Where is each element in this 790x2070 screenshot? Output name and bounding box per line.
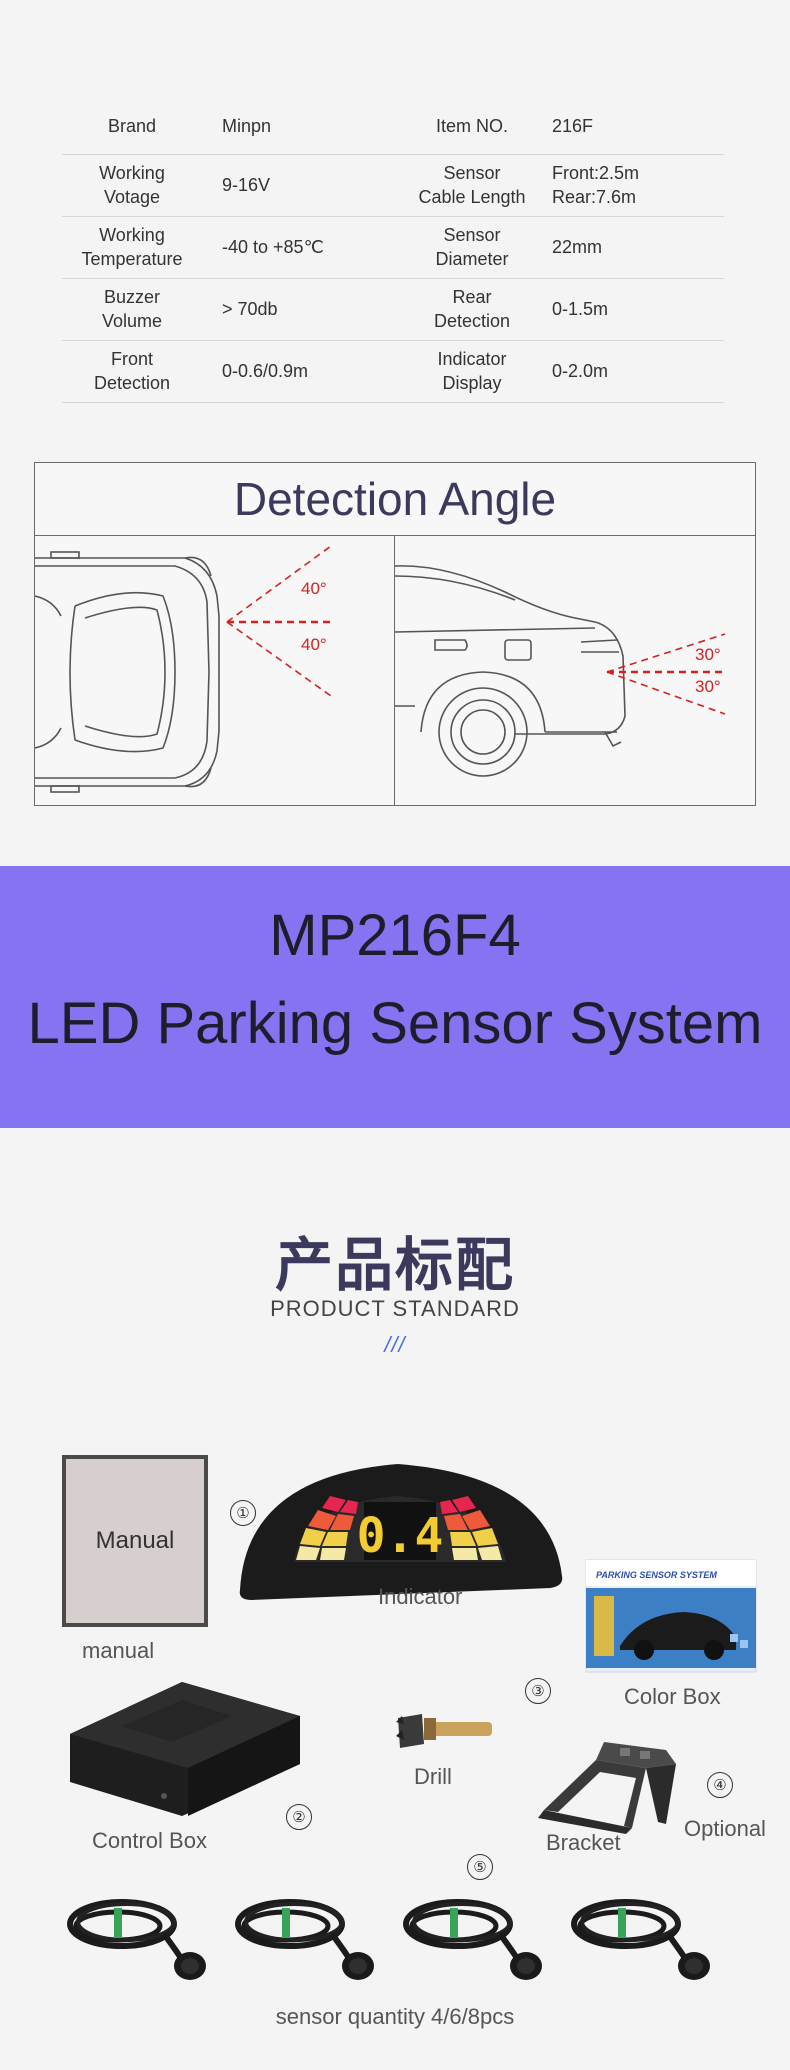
product-model: MP216F4 xyxy=(269,903,521,968)
spec-value: Minpn xyxy=(222,116,272,137)
spec-table: Brand Minpn Item NO. 216F Working Votage… xyxy=(62,100,724,403)
sensor-unit xyxy=(70,1902,206,1980)
spec-row: Brand Minpn Item NO. 216F xyxy=(62,100,724,155)
sensor-unit xyxy=(238,1902,374,1980)
sensor-unit xyxy=(406,1902,542,1980)
product-banner: MP216F4 LED Parking Sensor System xyxy=(0,866,790,1128)
sensor-quantity-label: sensor quantity 4/6/8pcs xyxy=(275,2004,515,2029)
rear-angle-bottom-label: 30° xyxy=(695,677,721,696)
manual-cover-text: Manual xyxy=(95,1527,175,1554)
spec-label: Brand xyxy=(107,116,157,137)
spec-value: Front:2.5m Rear:7.6m xyxy=(552,163,640,207)
standard-title-en: PRODUCT STANDARD xyxy=(270,1296,520,1321)
item-number-2: ② xyxy=(286,1804,312,1830)
spec-value: 9-16V xyxy=(222,174,271,195)
drill-label: Drill xyxy=(414,1764,452,1789)
standard-title-cn: 产品标配 xyxy=(274,1233,515,1298)
color-box-illustration: PARKING SENSOR SYSTEM xyxy=(585,1559,757,1673)
front-angle-bottom-label: 40° xyxy=(301,635,327,654)
spec-value: > 70db xyxy=(222,298,278,319)
spec-label: Sensor Cable Length xyxy=(418,163,526,207)
indicator-label: Indicator xyxy=(378,1584,463,1609)
color-box-label: Color Box xyxy=(624,1684,721,1709)
spec-value: 0-1.5m xyxy=(552,298,609,319)
spec-value: 0-2.0m xyxy=(552,360,609,381)
panel-divider xyxy=(394,535,395,805)
spec-label: Sensor Diameter xyxy=(435,225,509,269)
spec-label: Item NO. xyxy=(435,116,508,137)
spec-row: Working Votage 9-16V Sensor Cable Length… xyxy=(62,155,724,217)
spec-row: Front Detection 0-0.6/0.9m Indicator Dis… xyxy=(62,341,724,403)
manual-illustration: Manual xyxy=(62,1455,208,1627)
optional-label: Optional xyxy=(684,1816,766,1841)
standard-decor: /// xyxy=(384,1332,406,1357)
spec-label: Front Detection xyxy=(93,349,171,393)
spec-label: Working Votage xyxy=(99,163,165,207)
sensor-unit xyxy=(574,1902,710,1980)
item-number-3: ③ xyxy=(525,1678,551,1704)
detection-angle-header: Detection Angle xyxy=(35,463,755,536)
indicator-digits: 0.4 xyxy=(357,1508,444,1564)
item-number-1: ① xyxy=(230,1500,256,1526)
car-top-view-illustration xyxy=(35,545,332,793)
control-box-label: Control Box xyxy=(92,1828,207,1853)
spec-row: Working Temperature -40 to +85℃ Sensor D… xyxy=(62,217,724,279)
color-box-brand: PARKING SENSOR SYSTEM xyxy=(596,1570,717,1580)
spec-label: Working Temperature xyxy=(81,225,183,269)
indicator-display-illustration: 0.4 xyxy=(239,1464,563,1600)
spec-label: Buzzer Volume xyxy=(101,287,163,331)
rear-angle-top-label: 30° xyxy=(695,645,721,664)
manual-label: manual xyxy=(82,1638,155,1663)
front-angle-top-label: 40° xyxy=(301,579,327,598)
product-name: LED Parking Sensor System xyxy=(27,991,763,1056)
detection-angle-title: Detection Angle xyxy=(233,473,557,525)
detection-angle-panel: Detection Angle 40° 40° xyxy=(34,462,756,806)
spec-label: Rear Detection xyxy=(433,287,511,331)
bracket-illustration xyxy=(538,1742,676,1834)
spec-value: -40 to +85℃ xyxy=(222,236,324,257)
item-number-5: ⑤ xyxy=(467,1854,493,1880)
control-box-illustration xyxy=(70,1682,300,1816)
car-side-view-illustration xyxy=(395,565,726,777)
spec-value: 216F xyxy=(552,116,594,137)
bracket-label: Bracket xyxy=(546,1830,621,1855)
item-number-4: ④ xyxy=(707,1772,733,1798)
spec-value: 22mm xyxy=(552,236,603,257)
spec-row: Buzzer Volume > 70db Rear Detection 0-1.… xyxy=(62,279,724,341)
spec-label: Indicator Display xyxy=(437,349,507,393)
sensor-set-illustration xyxy=(64,1890,740,1990)
spec-value: 0-0.6/0.9m xyxy=(222,360,309,381)
drill-illustration xyxy=(396,1714,492,1748)
